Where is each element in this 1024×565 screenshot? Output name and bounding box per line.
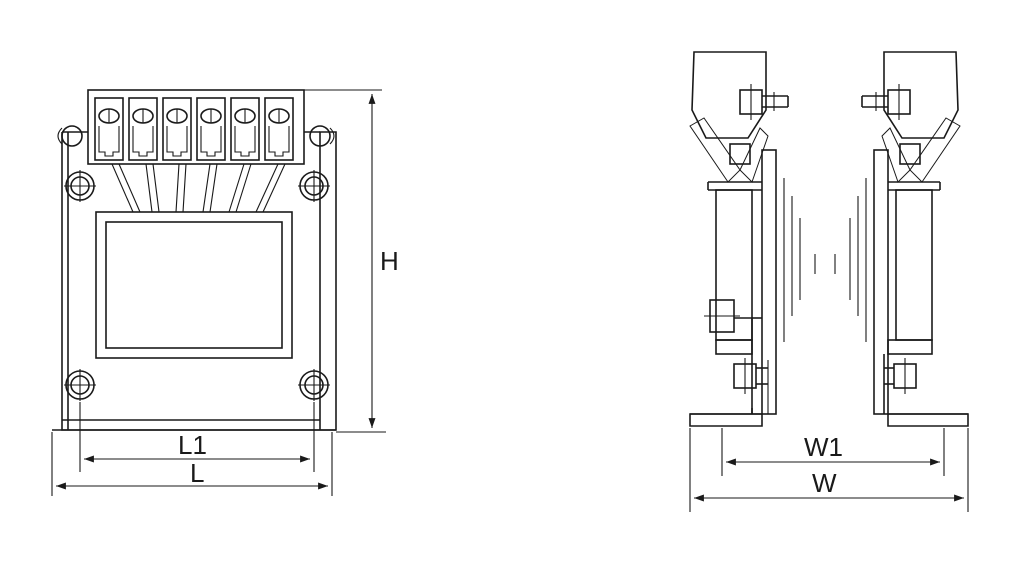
side-view-left-bracket [689,51,789,427]
terminal [128,97,158,161]
terminal [162,97,192,161]
mounting-hole-bottom-right [298,369,330,401]
terminal [230,97,260,161]
front-view [52,89,382,431]
terminal-strip [94,97,294,161]
side-clip-right [309,125,335,147]
core-window-inner [105,221,283,349]
terminal-wires [111,163,286,213]
inner-length-label: L1 [178,430,207,460]
side-view-coil-lines [783,178,867,342]
terminal [94,97,124,161]
side-clip-left [57,125,83,147]
terminal [196,97,226,161]
terminal-block-housing [87,89,305,165]
side-view [689,51,969,427]
side-view-right-bracket [861,51,969,427]
mounting-hole-top-right [298,170,330,202]
mounting-hole-top-left [64,170,96,202]
width-label: W [812,468,837,498]
height-label: H [380,246,399,276]
mounting-hole-bottom-left [64,369,96,401]
side-dimensions: W1 W [689,428,969,512]
inner-width-label: W1 [804,432,843,462]
front-dimensions: H L1 L [51,94,399,496]
terminal [264,97,294,161]
core-window-outer [95,211,293,359]
length-label: L [190,458,204,488]
